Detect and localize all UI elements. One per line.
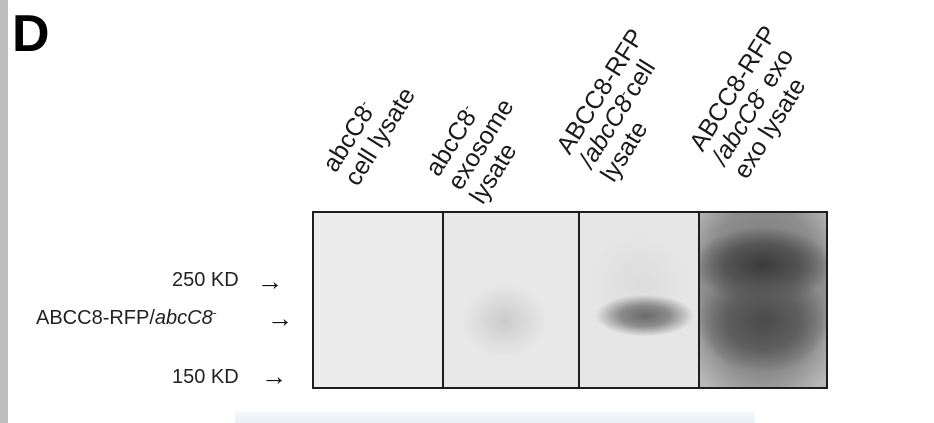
- left-gray-strip: [0, 0, 8, 423]
- lane-label-3: ABCC8-RFP /abcC8-cell lysate: [551, 23, 662, 187]
- lane-divider-2: [578, 213, 580, 387]
- band-arrow: →: [267, 303, 293, 333]
- lane-label-2: abcC8- exosome lysate: [420, 93, 523, 209]
- marker-250kd-label: 250 KD: [172, 269, 239, 291]
- western-blot-panel: [312, 211, 828, 389]
- band-label: ABCC8-RFP/abcC8-: [36, 305, 217, 329]
- lane-label-4: ABCC8-RFP /abcC8- exo exo lysate: [684, 20, 812, 184]
- blot-lane-2: [444, 213, 578, 387]
- blot-lane-1: [314, 213, 442, 387]
- lane-divider-3: [698, 213, 700, 387]
- lane-divider-1: [442, 213, 444, 387]
- marker-150kd-arrow: →: [261, 361, 287, 391]
- bottom-smudge: [235, 412, 755, 423]
- panel-label: D: [12, 5, 50, 63]
- blot-lane-3: [580, 213, 698, 387]
- marker-250kd-arrow: →: [257, 266, 283, 296]
- lane-label-1: abcC8- cell lysate: [317, 82, 422, 191]
- marker-150kd-label: 150 KD: [172, 366, 239, 388]
- blot-lane-4: [700, 213, 826, 387]
